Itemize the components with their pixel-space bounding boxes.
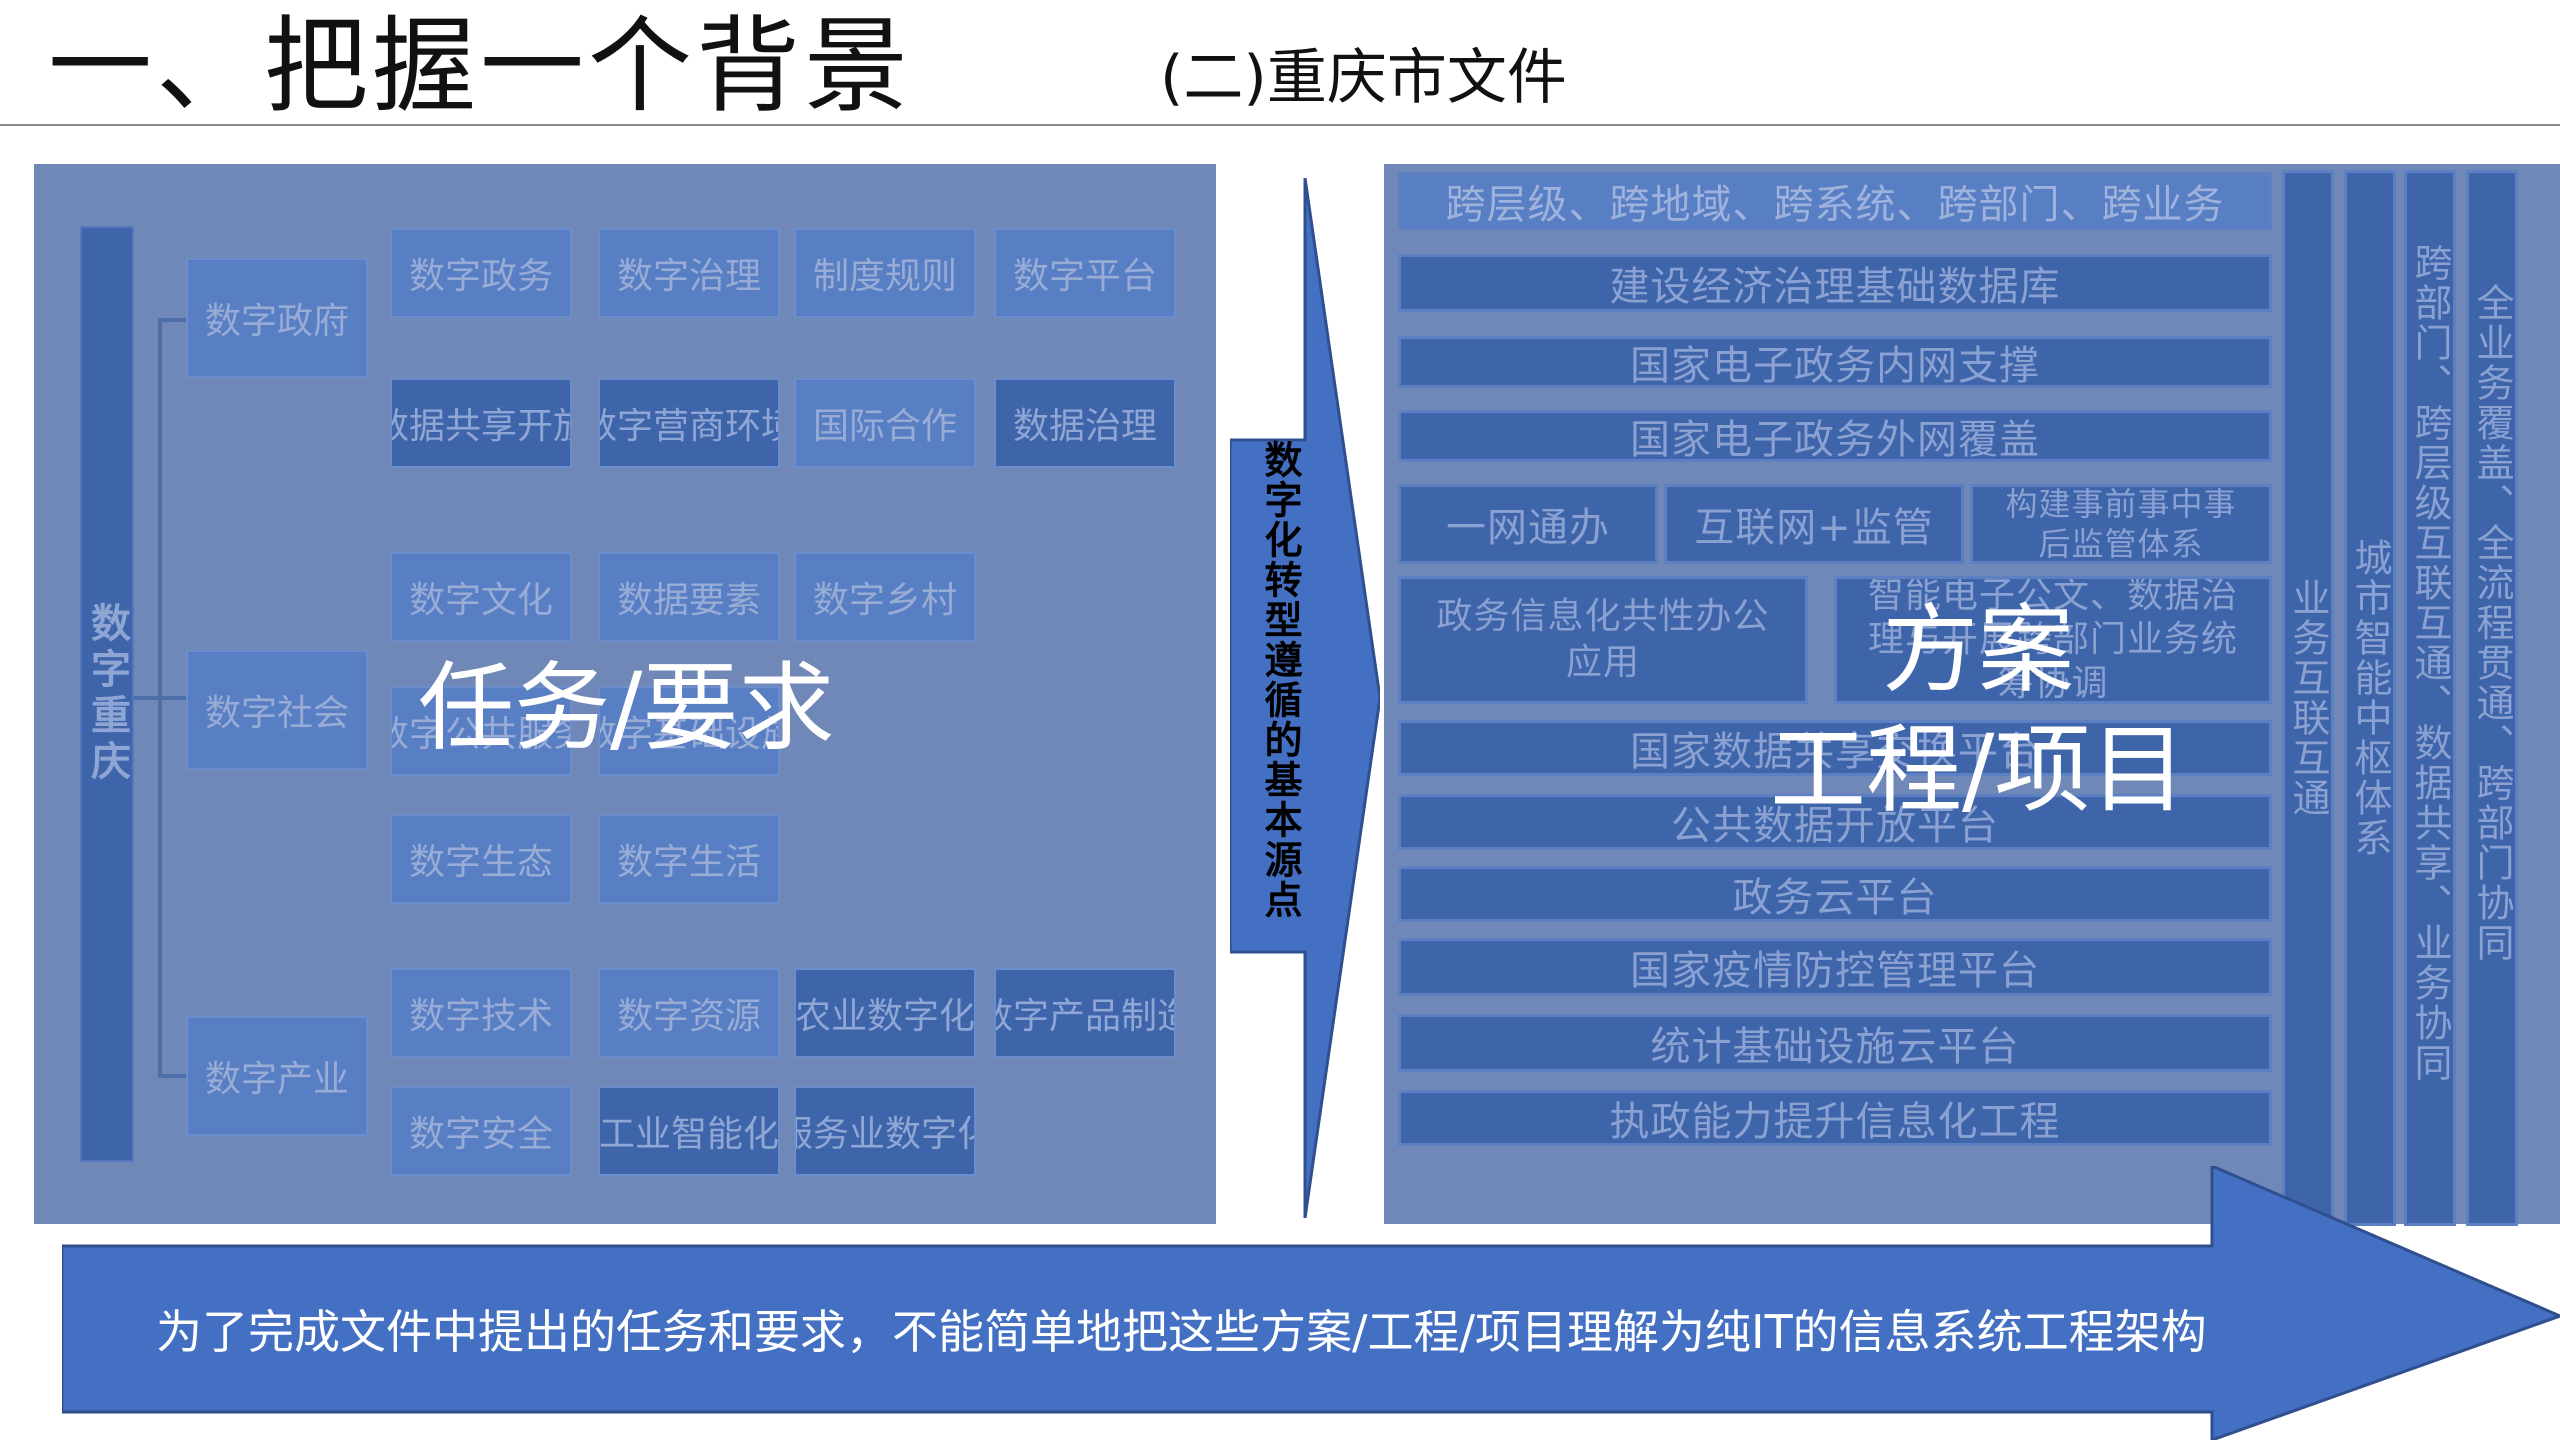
project-row: 国家电子政务外网覆盖 (1398, 410, 2272, 462)
middle-arrow (1230, 178, 1380, 1218)
column-business-interconnect: 业务互联互通 (2282, 170, 2334, 1226)
project-row: 国家数据共享交换平台 (1398, 720, 2272, 776)
leaf-box: 数据要素 (598, 552, 780, 642)
page-subtitle: (二)重庆市文件 (1160, 43, 1567, 113)
project-row: 公共数据开放平台 (1398, 794, 2272, 850)
leaf-box: 数字治理 (598, 228, 780, 318)
leaf-box: 数据治理 (994, 378, 1176, 468)
leaf-box: 数字文化 (390, 552, 572, 642)
category-digital-government: 数字政府 (186, 258, 368, 378)
leaf-box: 制度规则 (794, 228, 976, 318)
project-row: 智能电子公文、数据治理与开展跨部门业务统筹协调 (1834, 576, 2272, 704)
category-digital-industry: 数字产业 (186, 1016, 368, 1136)
column-full-coverage: 全业务覆盖、全流程贯通、跨部门协同 (2466, 170, 2518, 1226)
leaf-box: 服务业数字化 (794, 1086, 976, 1176)
leaf-box: 数字公共服务 (390, 686, 572, 776)
leaf-box: 数字乡村 (794, 552, 976, 642)
leaf-box: 数字平台 (994, 228, 1176, 318)
projects-label-line2: 工程/项目 (1770, 714, 2187, 826)
project-row-text: 构建事前事中事后监管体系 (2005, 485, 2237, 563)
project-row-text: 智能电子公文、数据治理与开展跨部门业务统筹协调 (1867, 576, 2238, 704)
project-row: 国家疫情防控管理平台 (1398, 938, 2272, 996)
projects-label-line1: 方案 (1882, 594, 2075, 706)
tree-connector-h2 (134, 696, 186, 700)
leaf-box: 数字产品制造 (994, 968, 1176, 1058)
column-city-hub: 城市智能中枢体系 (2344, 170, 2396, 1226)
leaf-box: 数字营商环境 (598, 378, 780, 468)
project-row: 政务云平台 (1398, 866, 2272, 922)
bottom-arrow-label: 为了完成文件中提出的任务和要求，不能简单地把这些方案/工程/项目理解为纯IT的信… (156, 1305, 2207, 1359)
leaf-box: 数字生态 (390, 814, 572, 904)
projects-label: 方案 工程/项目 (1770, 590, 2186, 830)
tree-connector-h3 (158, 1074, 186, 1078)
tasks-label: 任务/要求 (418, 652, 835, 764)
project-row: 统计基础设施云平台 (1398, 1014, 2272, 1072)
category-digital-society: 数字社会 (186, 650, 368, 770)
project-row: 构建事前事中事后监管体系 (1970, 484, 2272, 564)
project-row: 互联网+监管 (1664, 484, 1964, 564)
middle-arrow-label: 数字化转型遵循的基本源点 (1258, 440, 1302, 920)
project-row: 国家电子政务内网支撑 (1398, 336, 2272, 388)
project-row-text: 政务信息化共性办公应用 (1436, 596, 1770, 683)
project-row: 建设经济治理基础数据库 (1398, 254, 2272, 312)
project-row: 政务信息化共性办公应用 (1398, 576, 1808, 704)
project-row: 执政能力提升信息化工程 (1398, 1090, 2272, 1146)
leaf-box: 数字生活 (598, 814, 780, 904)
leaf-box: 数字资源 (598, 968, 780, 1058)
leaf-box: 数字技术 (390, 968, 572, 1058)
leaf-box: 数字政务 (390, 228, 572, 318)
leaf-box: 农业数字化 (794, 968, 976, 1058)
root-node: 数字重庆 (80, 226, 134, 1162)
tree-connector-h1 (158, 318, 186, 322)
column-cross-department: 跨部门、跨层级互联互通、数据共享、业务协同 (2404, 170, 2456, 1226)
leaf-box: 国际合作 (794, 378, 976, 468)
leaf-box: 数字安全 (390, 1086, 572, 1176)
bottom-arrow (62, 1166, 2560, 1440)
project-row: 跨层级、跨地域、跨系统、跨部门、跨业务 (1398, 172, 2272, 230)
leaf-box: 工业智能化 (598, 1086, 780, 1176)
leaf-box: 数字基础设施 (598, 686, 780, 776)
project-row: 一网通办 (1398, 484, 1658, 564)
leaf-box: 数据共享开放 (390, 378, 572, 468)
header-divider (0, 124, 2560, 126)
page-title: 一、把握一个背景 (48, 5, 913, 127)
